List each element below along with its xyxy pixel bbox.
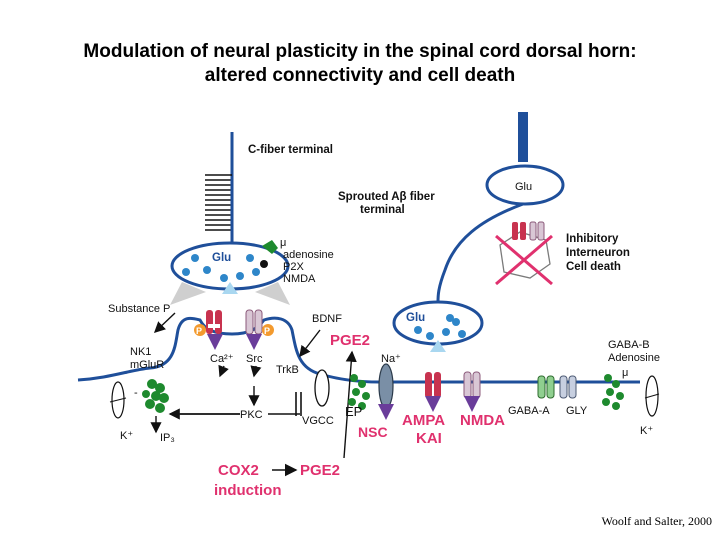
substance-p-label: Substance P xyxy=(108,303,170,315)
sodium-label: Na⁺ xyxy=(381,353,401,365)
ab-fiber-vesicles xyxy=(414,314,466,340)
diagram-title: Modulation of neural plasticity in the s… xyxy=(0,40,720,88)
credit-text: Woolf and Salter, 2000 xyxy=(601,514,712,528)
gaba-b-receptor xyxy=(602,374,624,410)
trkb-label: TrkB xyxy=(276,364,299,376)
interneuron-receptor xyxy=(512,221,545,241)
inhibitory-line-2: Interneuron xyxy=(566,247,630,259)
adenosine-right-label: Adenosine xyxy=(608,352,660,364)
glu-ab-label: Glu xyxy=(406,312,425,324)
k-left-label: K⁺ xyxy=(120,430,133,442)
sprouted-line-1: Sprouted Aβ fiber xyxy=(338,191,435,203)
ab-fiber-stem xyxy=(518,112,528,162)
induction-label: induction xyxy=(214,482,282,499)
ampa-kai-receptor xyxy=(425,372,441,398)
postsynaptic-membrane xyxy=(77,316,640,384)
gly-receptor xyxy=(559,375,577,399)
title-line-1: Modulation of neural plasticity in the s… xyxy=(83,41,637,62)
phosphate-left-icon xyxy=(194,324,206,336)
ep-label: EP xyxy=(345,404,362,419)
trkb-receptor xyxy=(295,392,302,416)
c-fiber-terminal-label: C-fiber terminal xyxy=(248,144,333,156)
phospho-receptor-left xyxy=(206,310,222,334)
src-label: Src xyxy=(246,353,263,365)
c-fiber-axon xyxy=(205,132,234,245)
title-line-2: altered connectivity and cell death xyxy=(204,65,516,86)
release-cone-left xyxy=(170,282,206,305)
pge2-bottom-label: PGE2 xyxy=(300,462,340,479)
release-cone-right xyxy=(255,282,290,305)
phosphate-right-label: P xyxy=(264,326,270,336)
nmda-receptor xyxy=(463,371,481,399)
inhibitory-line-1: Inhibitory xyxy=(566,233,619,245)
c-fiber-vesicles xyxy=(182,254,260,282)
ep-receptor xyxy=(348,374,370,410)
ab-release-glow-icon xyxy=(430,340,446,352)
p2x-label: P2X xyxy=(283,261,304,273)
minus-label: - xyxy=(134,387,138,399)
bdnf-label: BDNF xyxy=(312,313,342,325)
gaba-a-receptor xyxy=(537,375,555,399)
nmda-presynaptic-label: NMDA xyxy=(283,273,316,285)
pkc-label: PKC xyxy=(240,409,263,421)
cell-death-cross-b xyxy=(495,234,553,286)
nsc-label: NSC xyxy=(358,424,388,440)
sprouted-line-2: terminal xyxy=(360,204,405,216)
nk1-label: NK1 xyxy=(130,346,151,358)
phosphate-right-icon xyxy=(262,324,274,336)
release-glow-icon xyxy=(222,282,238,294)
gaba-b-label: GABA-B xyxy=(608,339,650,351)
mu-right-label: μ xyxy=(622,367,628,379)
mu-receptor-label: μ xyxy=(280,237,286,249)
phospho-receptor-right xyxy=(245,309,263,335)
receptor-cluster-icon xyxy=(262,240,278,254)
cox2-label: COX2 xyxy=(218,462,259,479)
ampa-label: AMPA xyxy=(402,412,445,429)
calcium-label: Ca²⁺ xyxy=(210,353,234,365)
pge2-top-label: PGE2 xyxy=(330,332,370,349)
glu-terminal-top xyxy=(485,164,565,206)
nk1-mglur-receptor xyxy=(142,379,169,413)
adenosine-label: adenosine xyxy=(283,249,334,261)
gaba-a-label: GABA-A xyxy=(508,405,550,417)
inhibitory-line-3: Cell death xyxy=(566,261,621,273)
glu-c-fiber-label: Glu xyxy=(212,252,231,264)
c-fiber-terminal xyxy=(170,240,290,294)
ip3-label: IP₃ xyxy=(160,432,175,444)
vgcc-channel xyxy=(314,369,330,407)
vgcc-label: VGCC xyxy=(302,415,334,427)
glu-top-label: Glu xyxy=(515,181,532,193)
kai-label: KAI xyxy=(416,430,442,447)
nmda-post-label: NMDA xyxy=(460,412,505,429)
k-right-label: K⁺ xyxy=(640,425,653,437)
gly-label: GLY xyxy=(566,405,588,417)
mglur-label: mGluR xyxy=(130,359,164,371)
nsc-channel xyxy=(378,363,394,409)
phosphate-left-label: P xyxy=(196,326,202,336)
